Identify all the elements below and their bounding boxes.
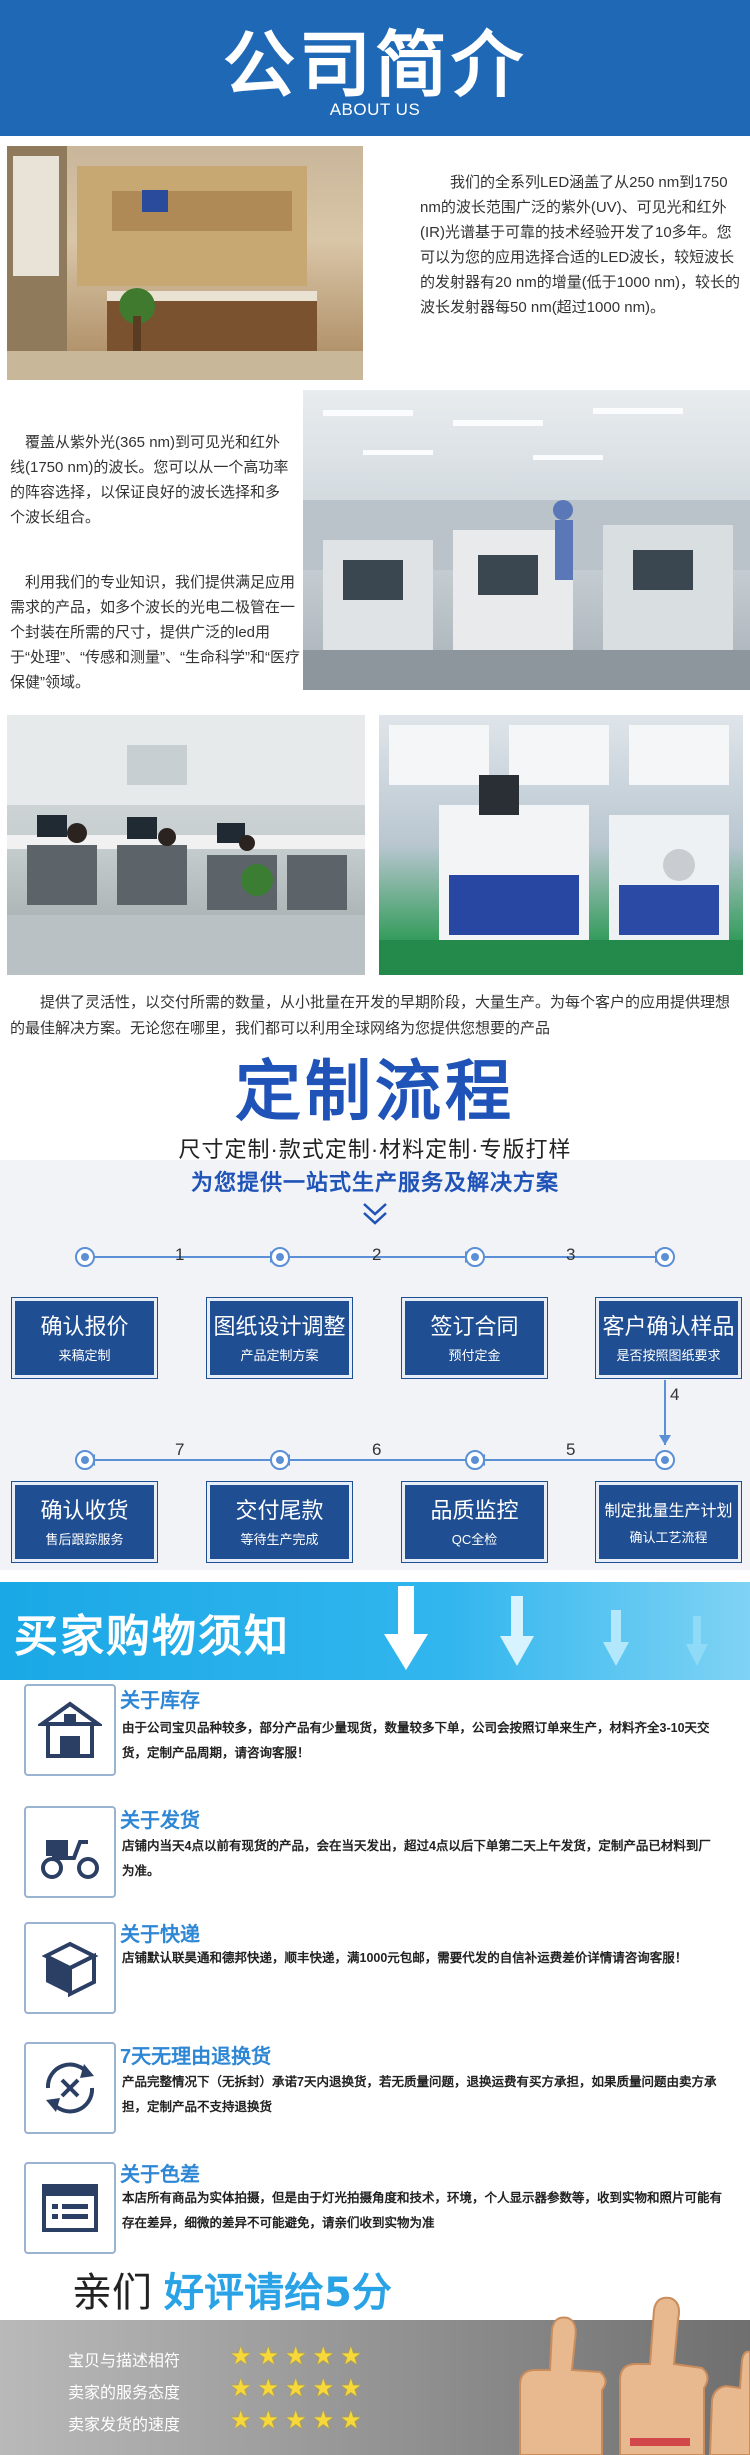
package-box-icon xyxy=(24,1922,116,2014)
warehouse-icon xyxy=(24,1684,116,1776)
delivery-scooter-icon xyxy=(24,1806,116,1898)
notice-item-stock-body: 由于公司宝贝品种较多，部分产品有少量现货，数量较多下单，公司会按照订单来生产，材… xyxy=(122,1721,710,1760)
rating-row-description: 宝贝与描述相符 xyxy=(68,2353,181,2370)
process-flow-lines xyxy=(75,1247,675,1470)
chevron-down-icon xyxy=(363,1203,387,1225)
notice-item-returns-title: 7天无理由退换货 xyxy=(120,2046,272,2068)
process-step-confirm-sample: 客户确认样品是否按照图纸要求 xyxy=(595,1297,742,1379)
thumbs-up-hands-image xyxy=(519,2296,750,2455)
arrow-down-icon xyxy=(384,1586,428,1670)
rating-prefix: 亲们 xyxy=(72,2270,152,2316)
process-title: 定制流程 xyxy=(235,1053,515,1130)
notice-title: 买家购物须知 xyxy=(14,1611,290,1662)
notice-banner xyxy=(0,1582,750,1680)
process-step-final-payment: 交付尾款等待生产完成 xyxy=(206,1481,353,1563)
step-number-6: 6 xyxy=(372,1440,382,1459)
return-exchange-icon xyxy=(24,2042,116,2134)
notice-item-shipping-body: 店铺内当天4点以前有现货的产品，会在当天发出，超过4点以后下单第二天上午发货，定… xyxy=(122,1839,711,1878)
step-number-4: 4 xyxy=(670,1385,680,1404)
arrow-down-icon xyxy=(603,1610,629,1666)
intro-paragraph-4: 提供了灵活性，以交付所需的数量，从小批量在开发的早期阶段，大量生产。为每个客户的… xyxy=(10,994,731,1037)
process-step-confirm-quote: 确认报价来稿定制 xyxy=(11,1297,158,1379)
rating-row-shipping-speed: 卖家发货的速度 xyxy=(68,2417,181,2434)
notice-item-stock-title: 关于库存 xyxy=(120,1690,200,1712)
intro-paragraph-3: 利用我们的专业知识，我们提供满足应用需求的产品，如多个波长的光电二极管在一个封装… xyxy=(10,574,300,691)
step-number-5: 5 xyxy=(566,1440,576,1459)
notice-item-returns-body: 产品完整情况下（无拆封）承诺7天内退换货，若无质量问题，退换运费有买方承担，如果… xyxy=(122,2075,717,2114)
arrow-down-icon xyxy=(500,1596,534,1666)
rating-row-service: 卖家的服务态度 xyxy=(68,2385,181,2402)
notice-item-express-body: 店铺默认联昊通和德邦快递，顺丰快递，满1000元包邮，需要代发的自信补运费差价详… xyxy=(122,1951,688,1965)
document-list-icon xyxy=(24,2162,116,2254)
intro-paragraph-2: 覆盖从紫外光(365 nm)到可见光和红外线(1750 nm)的波长。您可以从一… xyxy=(10,434,289,526)
rating-stars-description: ★★★★★ xyxy=(230,2343,368,2370)
process-step-drawing-design: 图纸设计调整产品定制方案 xyxy=(206,1297,353,1379)
header-banner: 公司简介 ABOUT US xyxy=(0,0,750,136)
rating-heading: 亲们好评请给5分 xyxy=(72,2260,392,2318)
rating-highlight: 好评请给5分 xyxy=(164,2270,392,2316)
factory-machines-photo xyxy=(379,715,743,975)
page-subtitle: ABOUT US xyxy=(329,100,421,119)
process-service-line: 为您提供一站式生产服务及解决方案 xyxy=(190,1170,559,1195)
notice-item-shipping-title: 关于发货 xyxy=(120,1810,200,1832)
notice-item-color-title: 关于色差 xyxy=(120,2164,200,2186)
rating-stars-service: ★★★★★ xyxy=(230,2375,368,2402)
process-customization-line: 尺寸定制·款式定制·材料定制·专版打样 xyxy=(178,1137,572,1162)
rating-stars-shipping-speed: ★★★★★ xyxy=(230,2407,368,2434)
step-number-1: 1 xyxy=(175,1245,185,1264)
arrow-down-icon xyxy=(686,1616,708,1666)
office-reception-photo xyxy=(7,146,363,380)
notice-item-express-title: 关于快递 xyxy=(120,1924,200,1946)
step-number-7: 7 xyxy=(175,1440,185,1459)
factory-cleanroom-photo xyxy=(303,390,750,690)
intro-paragraph-1: 我们的全系列LED涵盖了从250 nm到1750 nm的波长范围广泛的紫外(UV… xyxy=(420,174,741,316)
process-step-sign-contract: 签订合同预付定金 xyxy=(401,1297,548,1379)
notice-item-color-body: 本店所有商品为实体拍摄，但是由于灯光拍摄角度和技术，环境，个人显示器参数等，收到… xyxy=(122,2191,723,2230)
process-step-production-plan: 制定批量生产计划确认工艺流程 xyxy=(595,1481,742,1563)
process-step-confirm-receipt: 确认收货售后跟踪服务 xyxy=(11,1481,158,1563)
page-title: 公司简介 xyxy=(222,23,527,107)
office-workstations-photo xyxy=(7,715,365,975)
step-number-2: 2 xyxy=(372,1245,382,1264)
step-number-3: 3 xyxy=(566,1245,576,1264)
